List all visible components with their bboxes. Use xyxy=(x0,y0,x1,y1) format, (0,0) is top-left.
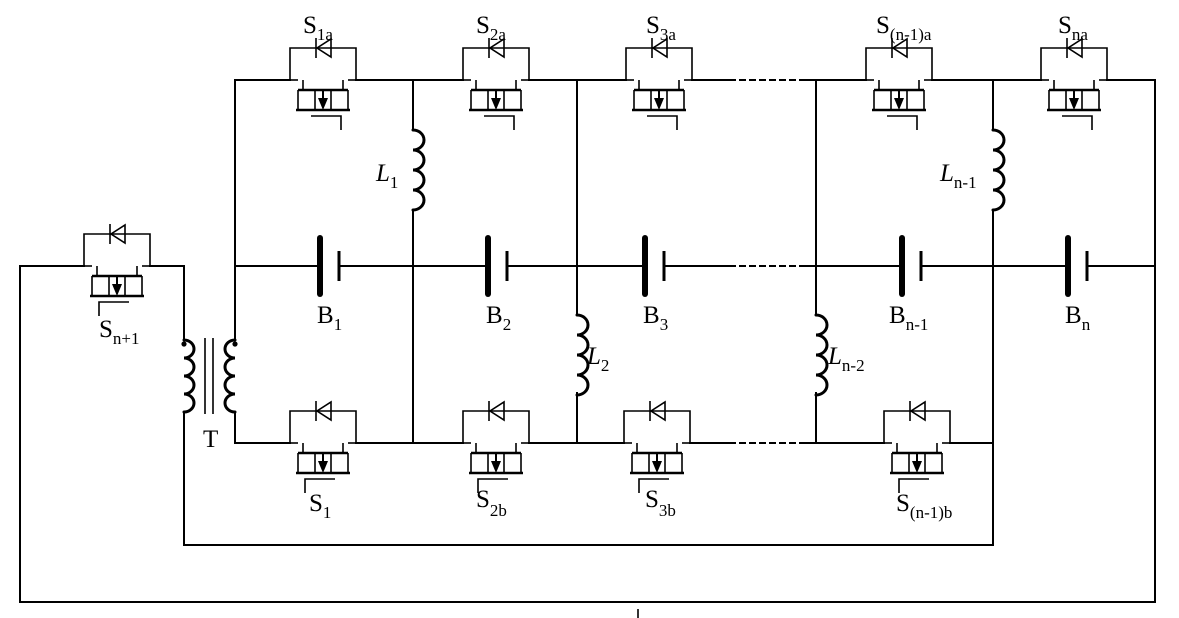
switch-sn-1a xyxy=(865,37,933,130)
batteries xyxy=(317,235,1089,297)
switch-s2a xyxy=(462,37,530,130)
switch-s2b xyxy=(462,400,530,493)
diode-icon xyxy=(488,37,505,59)
diode-icon xyxy=(891,37,908,59)
label-bn-1: Bn-1 xyxy=(889,302,928,334)
switch-s1a xyxy=(289,37,357,130)
mosfet-icon xyxy=(463,442,529,493)
label-b2: B2 xyxy=(486,302,511,334)
label-ln-1: Ln-1 xyxy=(939,160,977,192)
label-bn: Bn xyxy=(1065,302,1091,334)
labels: S1a S2a S3a S(n-1)a Sna S1 S2b S3b S(n-1… xyxy=(99,12,1091,522)
label-sn-1b: S(n-1)b xyxy=(896,490,952,522)
diode-icon xyxy=(315,400,332,422)
diode-icon xyxy=(109,223,126,245)
diode-icon xyxy=(315,37,332,59)
mosfet-icon xyxy=(866,79,932,130)
inductor-l2 xyxy=(575,313,590,397)
inductor-l1 xyxy=(411,128,426,212)
label-s2a: S2a xyxy=(476,12,506,44)
switch-sna xyxy=(1040,37,1108,130)
switch-s3a xyxy=(625,37,693,130)
label-b1: B1 xyxy=(317,302,342,334)
diode-icon xyxy=(488,400,505,422)
mosfet-icon xyxy=(290,79,356,130)
label-s2b: S2b xyxy=(476,486,507,520)
label-sn+1: Sn+1 xyxy=(99,316,140,348)
label-sna: Sna xyxy=(1058,12,1088,44)
label-s3a: S3a xyxy=(646,12,676,44)
inductor-ln-2 xyxy=(814,313,829,397)
battery-b1 xyxy=(317,235,341,297)
battery-b2 xyxy=(485,235,509,297)
battery-bn-1 xyxy=(899,235,923,297)
switches xyxy=(83,37,1108,493)
label-l1: L1 xyxy=(375,160,398,192)
diode-icon xyxy=(1066,37,1083,59)
mosfet-icon xyxy=(884,442,950,493)
label-l2: L2 xyxy=(586,343,609,375)
label-s1: S1 xyxy=(309,490,331,522)
battery-b3 xyxy=(642,235,666,297)
label-t: T xyxy=(203,426,218,453)
battery-bn xyxy=(1065,235,1089,297)
switch-sn-1b xyxy=(883,400,951,493)
inductor-ln-1 xyxy=(991,128,1006,212)
mosfet-icon xyxy=(84,265,150,316)
label-s3b: S3b xyxy=(645,486,676,520)
mosfet-icon xyxy=(463,79,529,130)
diode-icon xyxy=(909,400,926,422)
diode-icon xyxy=(651,37,668,59)
mosfet-icon xyxy=(290,442,356,493)
mosfet-icon xyxy=(624,442,690,493)
mosfet-icon xyxy=(626,79,692,130)
label-sn-1a: S(n-1)a xyxy=(876,12,932,44)
polarity-dot xyxy=(232,341,238,347)
label-s1a: S1a xyxy=(303,12,333,44)
mosfet-icon xyxy=(1041,79,1107,130)
diode-icon xyxy=(649,400,666,422)
switch-s1 xyxy=(289,400,357,493)
wires xyxy=(19,79,1156,618)
switch-s3b xyxy=(623,400,691,493)
inductors xyxy=(411,128,1006,397)
label-b3: B3 xyxy=(643,302,668,334)
label-ln-2: Ln-2 xyxy=(827,343,865,375)
transformer-t xyxy=(181,338,238,414)
switch-sn+1 xyxy=(83,223,151,316)
polarity-dot xyxy=(181,341,187,347)
